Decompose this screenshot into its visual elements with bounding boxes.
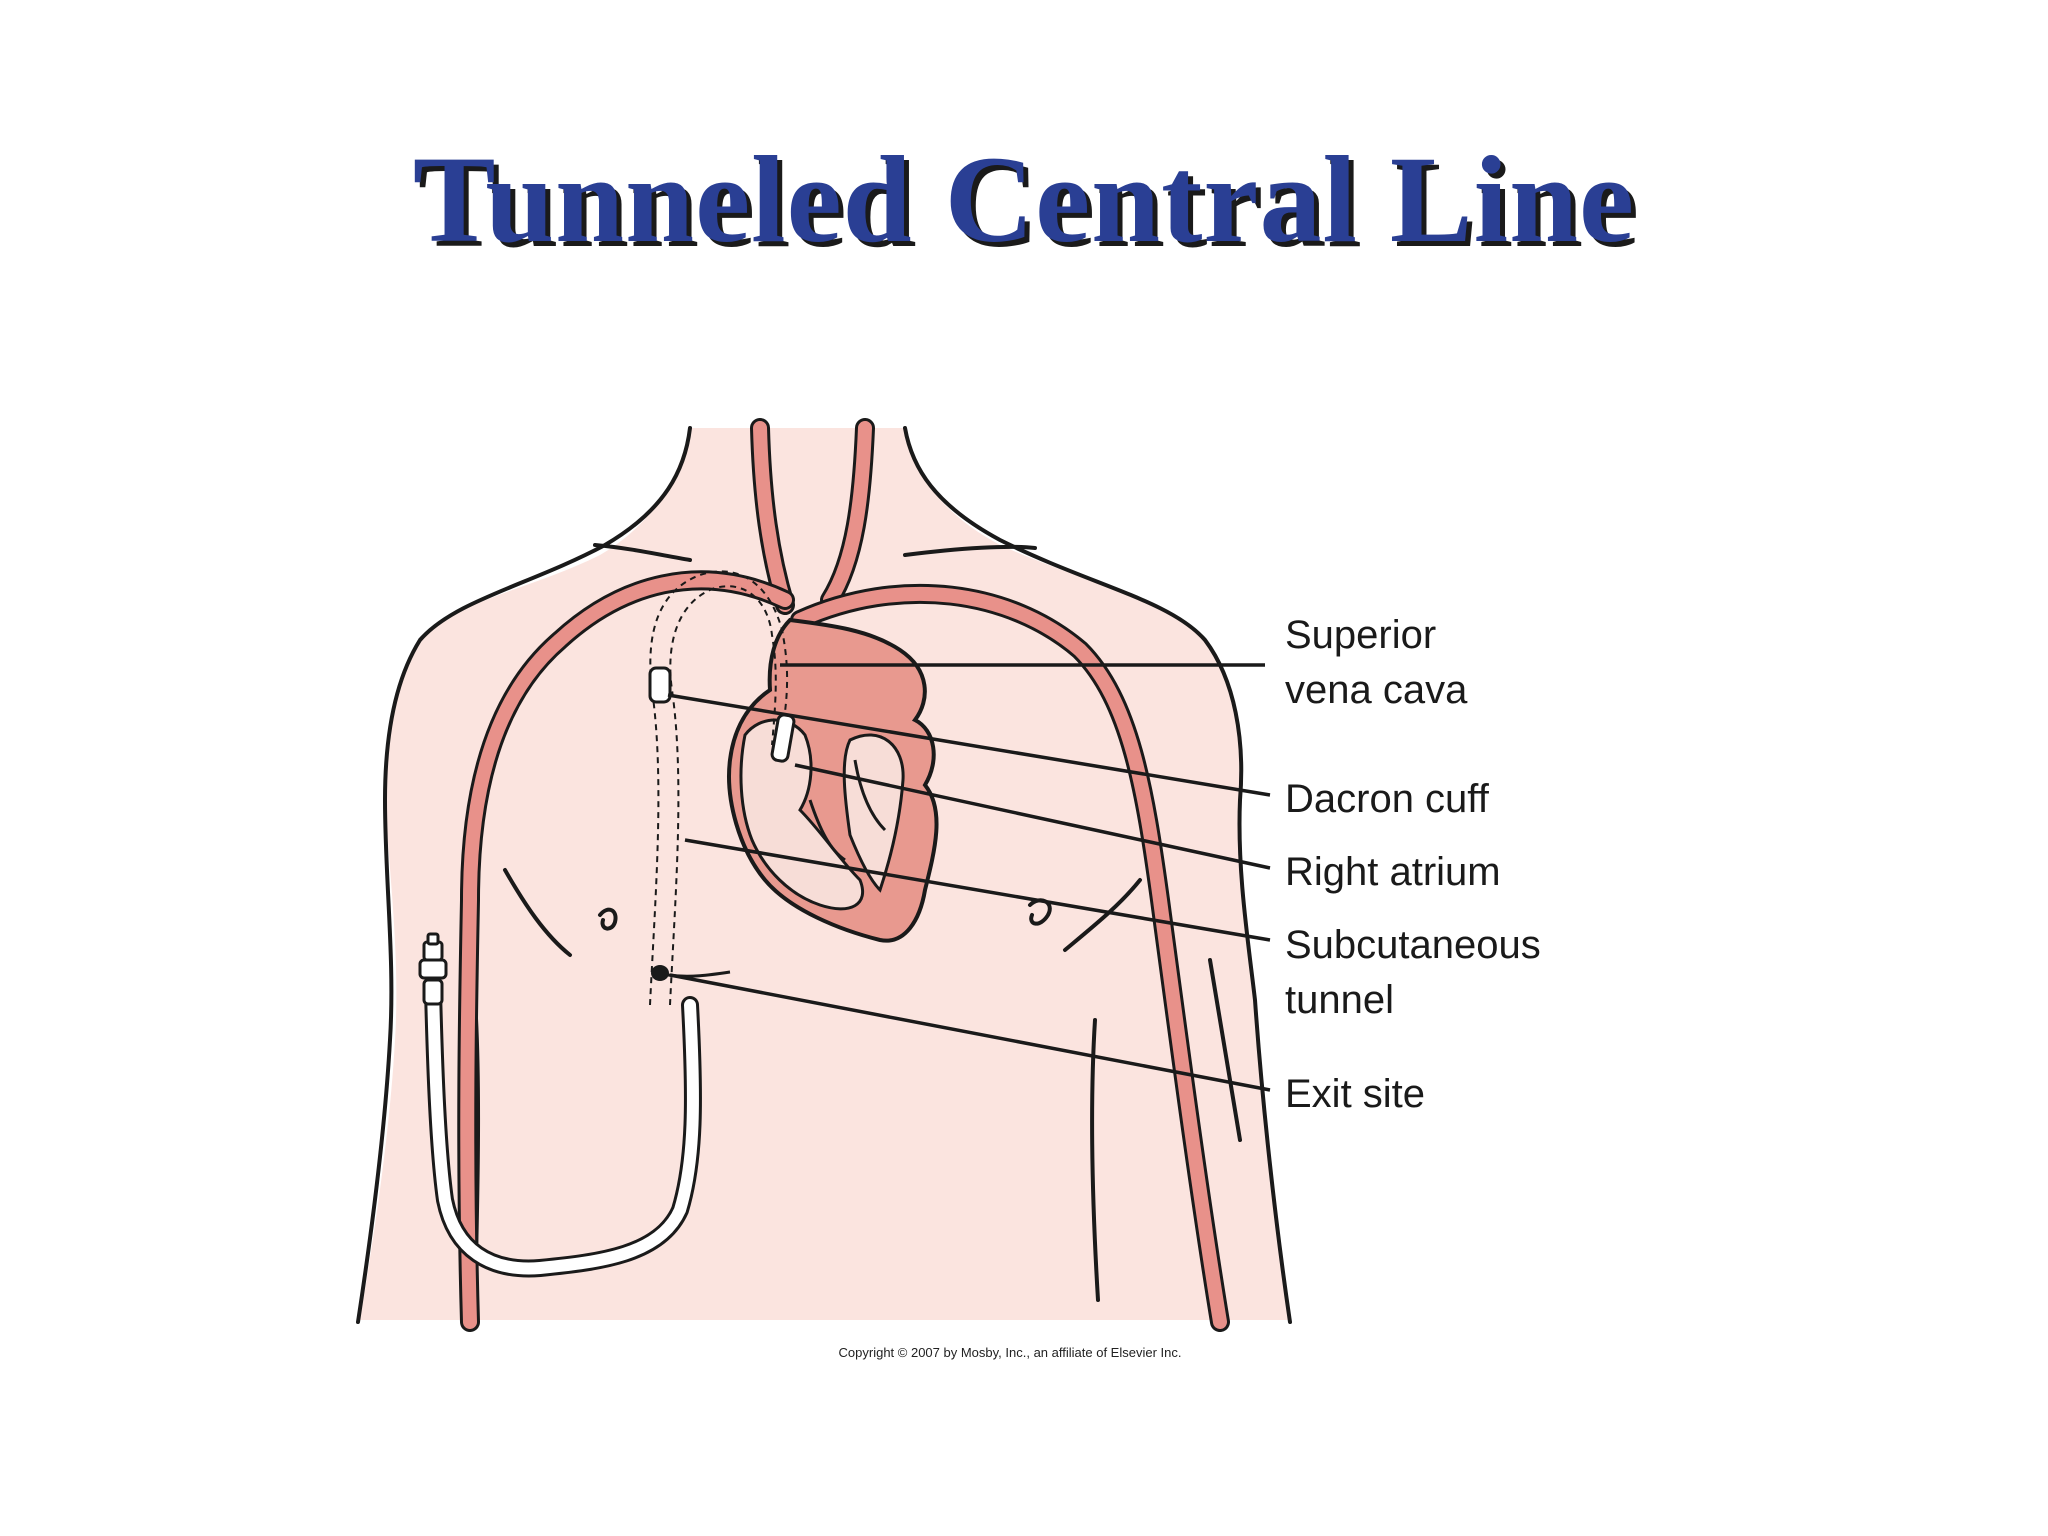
dacron-cuff: [648, 666, 672, 704]
external-catheter: [424, 981, 702, 1278]
slide-title: Tunneled Central Line: [412, 131, 1636, 268]
body-outline: [356, 426, 1292, 1324]
copyright-notice: Copyright © 2007 by Mosby, Inc., an affi…: [839, 1345, 1182, 1360]
heart: [727, 617, 939, 943]
label-exit-site: Exit site: [1285, 1072, 1425, 1116]
label-superior: Superior: [1285, 613, 1436, 657]
catheter-hub: [418, 932, 448, 1006]
leader-lines: [667, 663, 1271, 1092]
exit-site-mark: [651, 965, 669, 981]
label-dacron-cuff: Dacron cuff: [1285, 777, 1490, 821]
label-right-atrium: Right atrium: [1285, 850, 1501, 894]
label-tunnel: tunnel: [1285, 978, 1394, 1022]
label-vena-cava: vena cava: [1285, 668, 1468, 712]
veins: [457, 418, 1230, 1332]
label-subcutaneous: Subcutaneous: [1285, 923, 1541, 967]
subcutaneous-tunnel-path: [649, 570, 789, 1006]
